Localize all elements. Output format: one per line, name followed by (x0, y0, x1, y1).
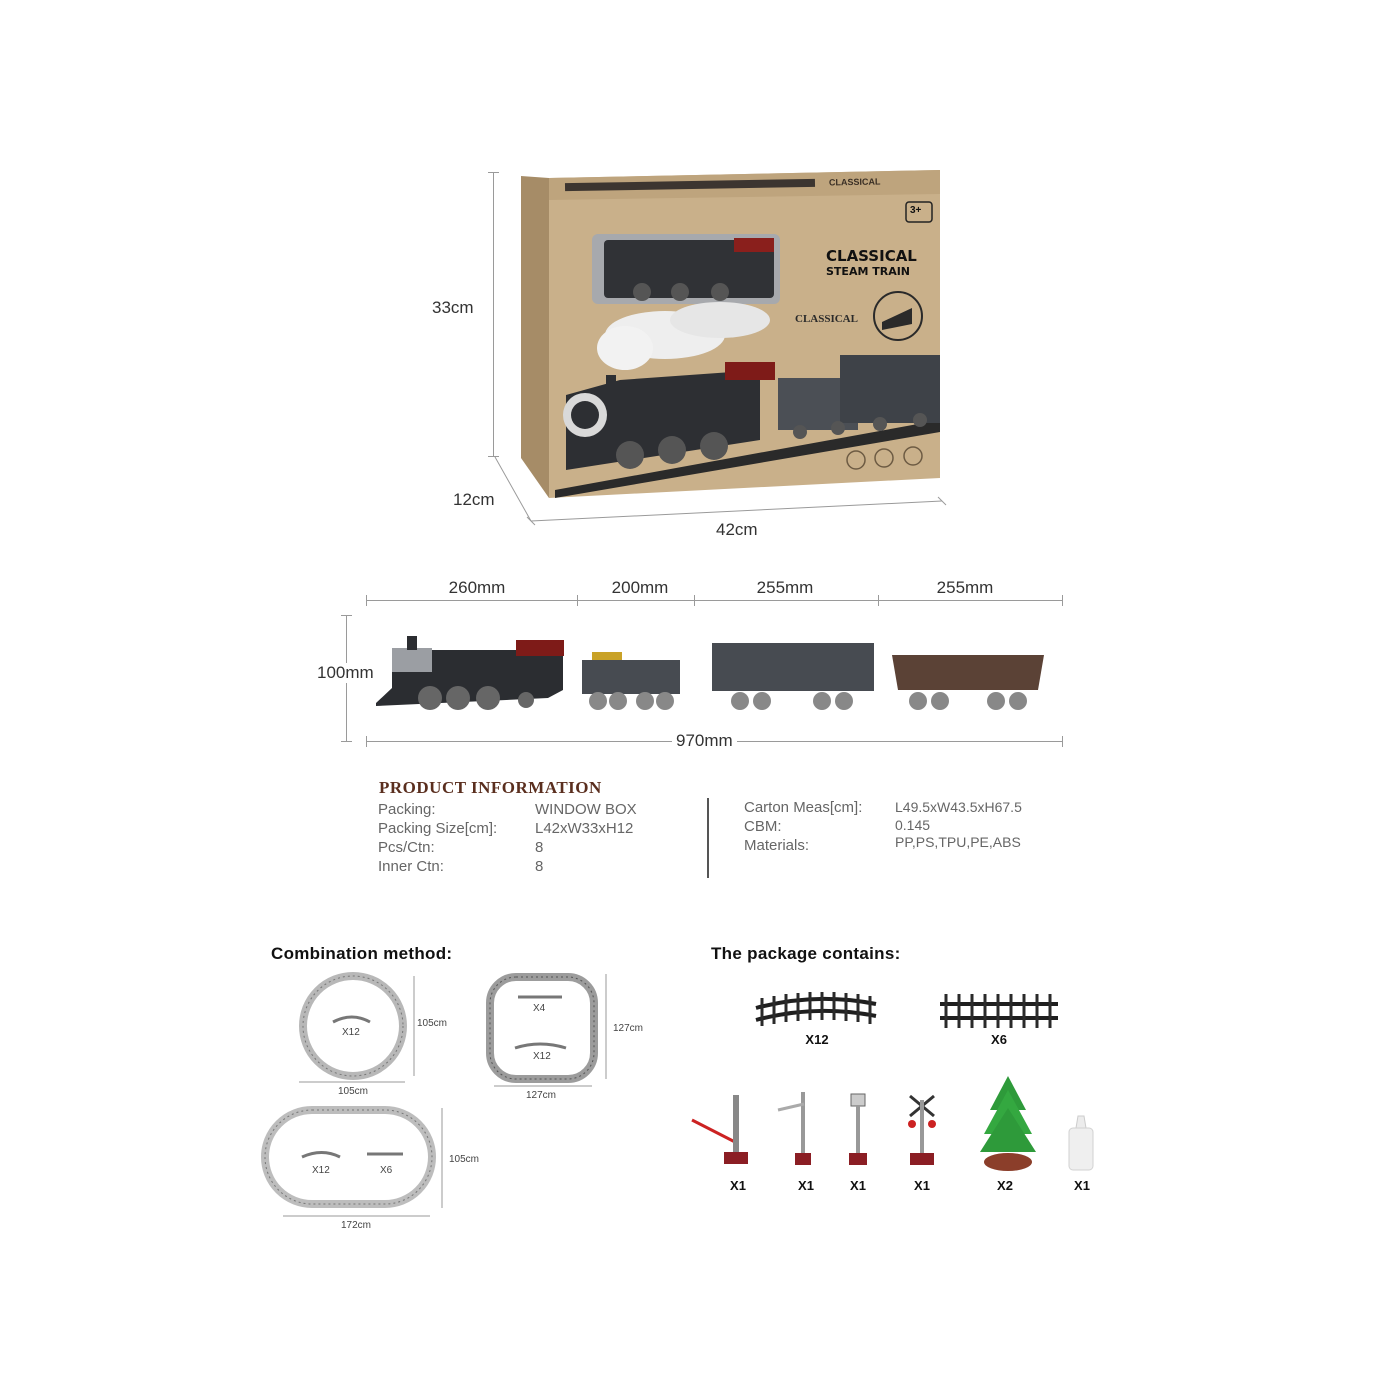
street-lamp-qty: X1 (850, 1178, 866, 1193)
box-title-line2: STEAM TRAIN (826, 265, 911, 278)
packing-label: Packing: (378, 801, 436, 818)
total-tick-right (1062, 736, 1063, 747)
crossing-signal-icon (908, 1094, 936, 1165)
square-inner-top-qty: X4 (533, 1003, 546, 1014)
crossing-signal-qty: X1 (914, 1178, 930, 1193)
square-height-label: 127cm (613, 1023, 644, 1034)
box-height-label: 33cm (432, 298, 474, 317)
curved-track-icon (755, 992, 877, 1026)
pcs-ctn-label: Pcs/Ctn: (378, 839, 435, 856)
train-height-label: 100mm (317, 663, 374, 683)
height-dim-line (493, 172, 494, 457)
seg-tick-1 (577, 595, 578, 606)
seg-tick-3 (878, 595, 879, 606)
straight-track-icon (940, 994, 1058, 1028)
circle-layout (299, 972, 415, 1083)
materials-value: PP,PS,TPU,PE,ABS (895, 834, 1021, 850)
circle-inner-qty: X12 (342, 1027, 360, 1038)
info-divider (707, 798, 709, 878)
square-layout (486, 973, 607, 1087)
curved-track-qty: X12 (805, 1032, 829, 1047)
cbm-label: CBM: (744, 818, 782, 835)
carton-meas-label: Carton Meas[cm]: (744, 799, 863, 816)
locomotive (376, 636, 564, 710)
oval-layout (261, 1106, 443, 1217)
box-depth-label: 12cm (453, 490, 495, 509)
seg-tick-4 (1062, 595, 1063, 606)
square-inner-bottom-qty: X12 (533, 1051, 551, 1062)
packing-value: WINDOW BOX (535, 801, 637, 818)
package-title: The package contains: (711, 944, 901, 963)
crossing-gate-qty: X1 (730, 1178, 746, 1193)
circle-width-label: 105cm (338, 1086, 369, 1097)
packing-size-label: Packing Size[cm]: (378, 820, 498, 837)
gondola-length-label: 255mm (936, 578, 994, 597)
smoke-oil-qty: X1 (1074, 1178, 1090, 1193)
inner-ctn-label: Inner Ctn: (378, 858, 444, 875)
train-height-tick-top (341, 615, 352, 616)
box-width-label: 42cm (716, 520, 758, 539)
oval-height-label: 105cm (449, 1154, 480, 1165)
box-logo-text: CLASSICAL (795, 313, 858, 325)
box-side-panel (521, 176, 549, 498)
boxcar-length-label: 255mm (756, 578, 814, 597)
boxcar (712, 643, 874, 710)
seg-tick-0 (366, 595, 367, 606)
seg-tick-2 (694, 595, 695, 606)
packing-size-value: L42xW33xH12 (535, 820, 634, 837)
pine-tree-qty: X2 (997, 1178, 1013, 1193)
signal-post-icon (777, 1092, 811, 1165)
materials-label: Materials: (744, 837, 810, 854)
pine-tree-icon (980, 1076, 1036, 1171)
tender (582, 652, 680, 710)
inner-ctn-value: 8 (535, 858, 544, 875)
height-dim-tick-top (488, 172, 499, 173)
box-title-line1: CLASSICAL (826, 247, 917, 265)
straight-track-qty: X6 (991, 1032, 1007, 1047)
segments-dim-line (366, 600, 1062, 601)
total-tick-left (366, 736, 367, 747)
locomotive-length-label: 260mm (448, 578, 506, 597)
train-height-tick-bottom (341, 741, 352, 742)
oval-inner-right-qty: X6 (380, 1165, 393, 1176)
circle-height-label: 105cm (417, 1018, 448, 1029)
smoke-oil-bottle-icon (1068, 1115, 1094, 1171)
height-dim-tick-bottom (488, 456, 499, 457)
combination-title: Combination method: (271, 944, 453, 963)
carton-meas-value: L49.5xW43.5xH67.5 (895, 799, 1022, 815)
signal-post-qty: X1 (798, 1178, 814, 1193)
cbm-value: 0.145 (895, 817, 931, 833)
street-lamp-icon (849, 1093, 867, 1165)
product-info-title: PRODUCT INFORMATION (379, 778, 602, 797)
total-length-label: 970mm (672, 731, 737, 751)
square-width-label: 127cm (526, 1090, 557, 1101)
crossing-gate-icon (691, 1095, 748, 1164)
tender-length-label: 200mm (611, 578, 669, 597)
age-badge: 3+ (910, 205, 922, 216)
gondola (892, 655, 1044, 710)
pcs-ctn-value: 8 (535, 839, 544, 856)
oval-inner-left-qty: X12 (312, 1165, 330, 1176)
oval-width-label: 172cm (341, 1220, 372, 1231)
